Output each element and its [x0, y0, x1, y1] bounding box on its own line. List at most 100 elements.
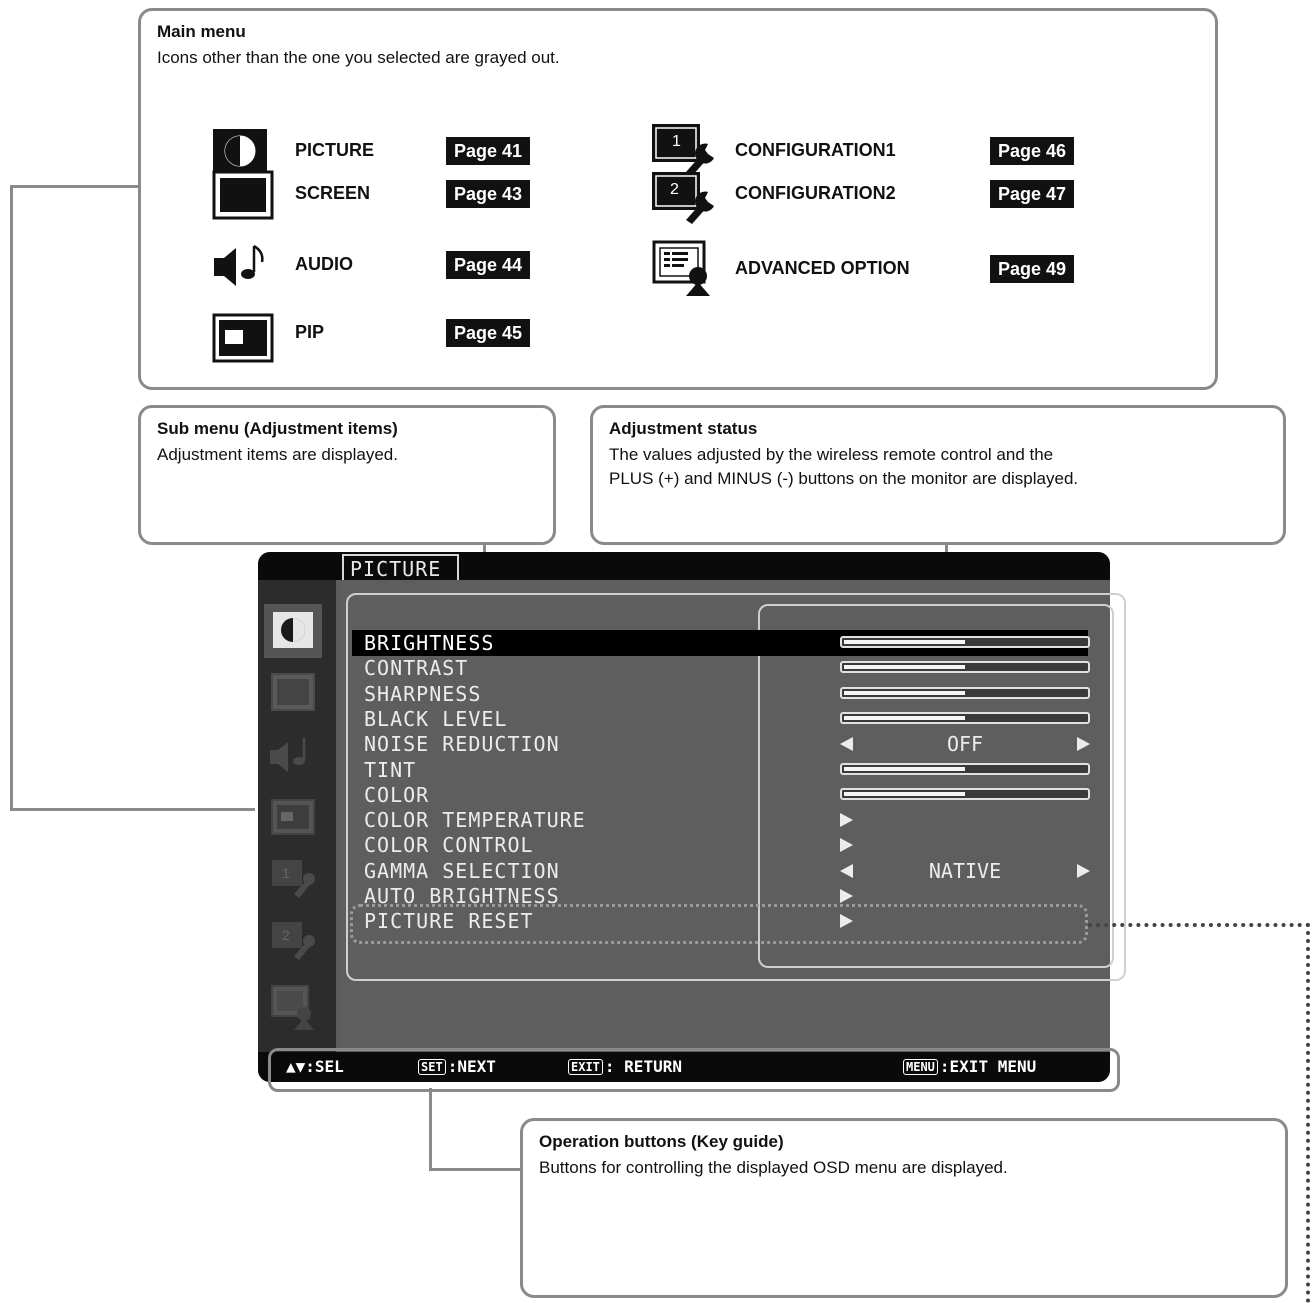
screen-icon — [212, 170, 274, 220]
osd-item-label: NOISE REDUCTION — [364, 732, 560, 756]
slider-fill — [844, 691, 965, 695]
osd-title: PICTURE — [342, 554, 460, 582]
osd-item-label: TINT — [364, 758, 417, 782]
osd-slider[interactable] — [840, 630, 1090, 656]
picture-icon — [213, 129, 267, 173]
status-frame — [758, 604, 1114, 968]
osd-icon-sidebar: 1 2 — [258, 580, 336, 1052]
osd-sidebar-configuration2[interactable]: 2 — [264, 914, 322, 968]
page-badge-advanced-option: Page 49 — [990, 255, 1075, 283]
osd-sidebar-screen[interactable] — [264, 666, 322, 720]
right-arrow-icon — [840, 838, 853, 852]
keyguide-connector-v — [429, 1088, 432, 1170]
slider-track — [840, 712, 1090, 724]
osd-item[interactable]: COLOR — [352, 782, 1088, 808]
osd-item-label: SHARPNESS — [364, 682, 482, 706]
menu-key-icon: MENU — [903, 1059, 938, 1075]
audio-icon — [270, 738, 306, 772]
main-menu-title: Main menu — [157, 22, 246, 41]
slider-fill — [844, 640, 965, 644]
osd-item[interactable]: COLOR CONTROL — [352, 832, 1088, 858]
screen-icon — [271, 673, 315, 711]
configuration1-icon: 1 — [652, 124, 714, 176]
osd-slider[interactable] — [840, 782, 1090, 808]
main-menu-connector-v — [10, 185, 13, 810]
key-guide-return: EXIT: RETURN — [568, 1057, 682, 1077]
key-guide-sel-label: :SEL — [305, 1057, 344, 1076]
osd-submenu-arrow[interactable] — [840, 832, 1090, 858]
up-down-arrow-icon: ▲▼ — [286, 1057, 306, 1076]
reset-dotted-connector-h — [1088, 923, 1310, 927]
sub-menu-title: Sub menu (Adjustment items) — [157, 419, 398, 438]
option-value: NATIVE — [928, 859, 1002, 883]
right-arrow-icon — [840, 889, 853, 903]
osd-item[interactable]: PICTURE RESET — [352, 908, 1088, 934]
slider-track — [840, 661, 1090, 673]
sub-menu-description: Adjustment items are displayed. — [157, 445, 398, 464]
right-arrow-icon[interactable] — [1077, 737, 1090, 751]
left-arrow-icon[interactable] — [840, 737, 853, 751]
osd-option-selector[interactable]: OFF — [840, 731, 1090, 757]
adjustment-status-description-line1: The values adjusted by the wireless remo… — [609, 445, 1054, 464]
osd-sidebar-advanced-option[interactable] — [264, 980, 322, 1034]
adjustment-status-callout: Adjustment status The values adjusted by… — [590, 405, 1286, 545]
slider-track — [840, 763, 1090, 775]
osd-sidebar-picture[interactable] — [264, 604, 322, 658]
exit-key-icon: EXIT — [568, 1059, 603, 1075]
right-arrow-icon[interactable] — [1077, 864, 1090, 878]
osd-submenu-arrow[interactable] — [840, 883, 1090, 909]
pip-icon — [212, 313, 274, 363]
left-arrow-icon[interactable] — [840, 864, 853, 878]
sub-menu-callout: Sub menu (Adjustment items) Adjustment i… — [138, 405, 556, 545]
operation-buttons-title: Operation buttons (Key guide) — [539, 1132, 784, 1151]
osd-sidebar-configuration1[interactable]: 1 — [264, 852, 322, 906]
slider-track — [840, 687, 1090, 699]
key-guide-exit-menu: MENU:EXIT MENU — [903, 1057, 1036, 1077]
osd-slider[interactable] — [840, 655, 1090, 681]
osd-slider[interactable] — [840, 757, 1090, 783]
slider-track — [840, 636, 1090, 648]
svg-text:1: 1 — [672, 133, 681, 150]
osd-item-label: CONTRAST — [364, 656, 469, 680]
key-guide-exit-menu-label: :EXIT MENU — [939, 1057, 1037, 1076]
key-guide-sel: ▲▼:SEL — [286, 1057, 344, 1077]
osd-item[interactable]: CONTRAST — [352, 655, 1088, 681]
osd-main-area — [338, 580, 1110, 1052]
submenu-frame — [346, 593, 1126, 981]
osd-item[interactable]: GAMMA SELECTION — [352, 858, 1088, 884]
reset-dotted-connector-v — [1306, 923, 1310, 1303]
main-menu-label-picture: PICTURE — [295, 140, 375, 160]
adjustment-status-description-line2: PLUS (+) and MINUS (-) buttons on the mo… — [609, 469, 1079, 488]
osd-submenu-arrow[interactable] — [840, 908, 1090, 934]
osd-slider[interactable] — [840, 706, 1090, 732]
key-guide-return-label: : RETURN — [604, 1057, 682, 1076]
osd-slider[interactable] — [840, 681, 1090, 707]
osd-sidebar-pip[interactable] — [264, 790, 322, 844]
keyguide-connector-h — [429, 1168, 521, 1171]
osd-option-selector[interactable]: NATIVE — [840, 858, 1090, 884]
main-menu-label-configuration2: CONFIGURATION2 — [735, 183, 896, 203]
osd-item-label: BLACK LEVEL — [364, 707, 508, 731]
osd-item[interactable]: BLACK LEVEL — [352, 706, 1088, 732]
main-menu-description: Icons other than the one you selected ar… — [157, 48, 560, 67]
osd-item-label: COLOR TEMPERATURE — [364, 808, 586, 832]
svg-text:1: 1 — [282, 865, 290, 881]
svg-text:2: 2 — [670, 181, 679, 198]
osd-item[interactable]: TINT — [352, 757, 1088, 783]
main-menu-label-audio: AUDIO — [295, 254, 353, 274]
option-value: OFF — [946, 732, 984, 756]
page-badge-pip: Page 45 — [446, 319, 531, 347]
osd-item[interactable]: SHARPNESS — [352, 681, 1088, 707]
osd-item-label: GAMMA SELECTION — [364, 859, 560, 883]
osd-sidebar-audio[interactable] — [264, 728, 322, 782]
osd-item[interactable]: COLOR TEMPERATURE — [352, 807, 1088, 833]
osd-submenu-arrow[interactable] — [840, 807, 1090, 833]
picture-icon — [273, 612, 313, 648]
slider-fill — [844, 767, 965, 771]
pip-icon — [271, 799, 315, 835]
picture-reset-highlight — [350, 904, 1088, 944]
osd-item[interactable]: NOISE REDUCTION — [352, 731, 1088, 757]
svg-text:2: 2 — [282, 927, 290, 943]
page-badge-screen: Page 43 — [446, 180, 531, 208]
page-badge-audio: Page 44 — [446, 251, 531, 279]
